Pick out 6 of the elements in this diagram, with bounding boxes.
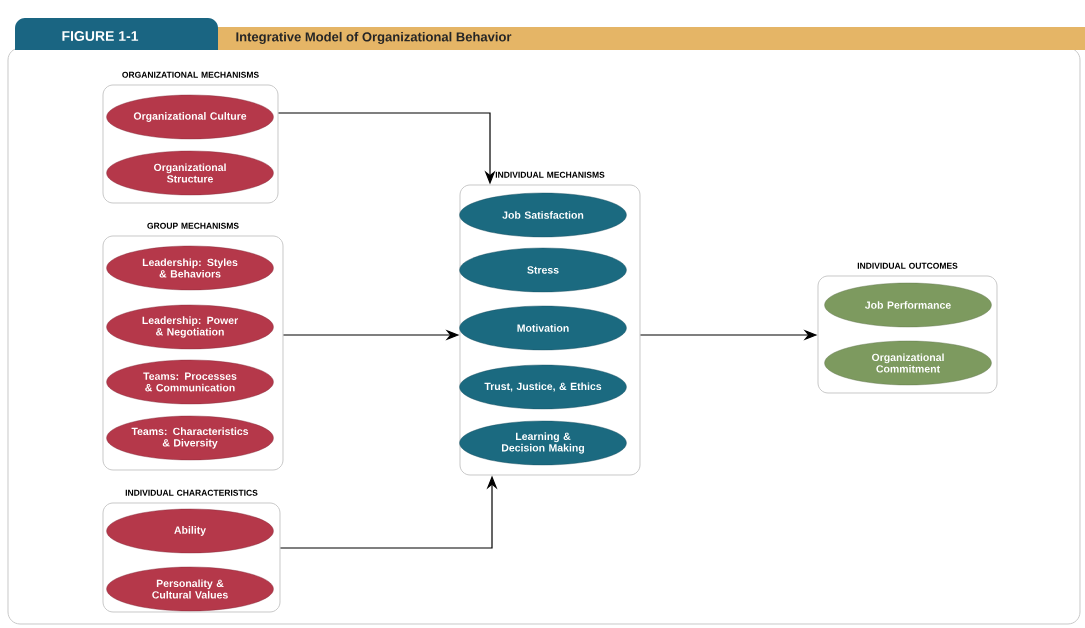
node-label: INDIVIDUAL CHARACTERISTICS bbox=[125, 489, 258, 496]
node-label: ORGANIZATIONAL MECHANISMS bbox=[122, 71, 259, 78]
figure-tab: FIGURE 1-1 bbox=[15, 18, 218, 50]
node-label: GROUP MECHANISMS bbox=[147, 222, 239, 229]
node-label: INDIVIDUAL MECHANISMS bbox=[495, 171, 605, 178]
node-label: INDIVIDUAL OUTCOMES bbox=[857, 262, 958, 269]
